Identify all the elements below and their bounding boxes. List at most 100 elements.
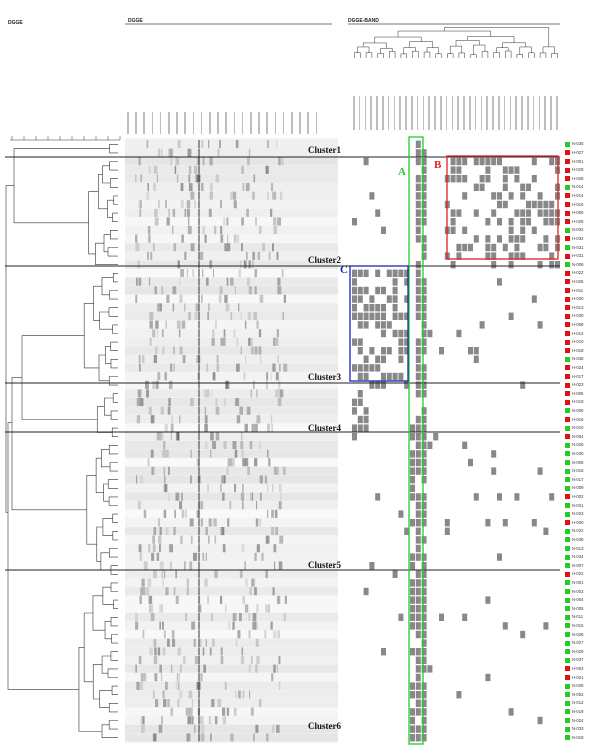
band-cell — [549, 218, 555, 226]
sample-id-label: H-000 — [572, 519, 584, 525]
gel-band — [244, 561, 246, 570]
gel-band — [198, 398, 200, 407]
band-dendrogram-branch — [528, 52, 535, 58]
gel-band — [272, 484, 274, 493]
sample-id-label: N-028 — [572, 683, 584, 689]
gel-band — [204, 406, 207, 415]
gel-band — [164, 475, 166, 484]
band-cell — [514, 175, 520, 183]
gel-band — [170, 707, 174, 716]
band-header-label: DGGE-BAND — [348, 18, 379, 24]
dendrogram-branch — [108, 307, 118, 317]
gel-band — [140, 475, 143, 484]
sample-id-label: H-023 — [572, 382, 584, 388]
gel-band — [198, 389, 200, 398]
band-dendrogram-branch — [496, 47, 509, 53]
gel-band — [200, 638, 202, 647]
column-header-tick — [382, 96, 384, 130]
gel-band — [152, 329, 156, 338]
band-cell — [363, 157, 369, 166]
gel-band — [204, 578, 208, 587]
gel-band — [211, 699, 215, 708]
gel-band — [265, 380, 269, 389]
gel-band — [278, 484, 282, 493]
band-dendrogram-branch — [397, 30, 492, 38]
band-cell — [415, 527, 421, 535]
band-cell — [531, 157, 537, 166]
band-cell — [468, 243, 473, 252]
gel-band — [137, 389, 142, 398]
gel-band — [236, 337, 239, 346]
gel-band — [208, 716, 212, 725]
sample-id-label: N-031 — [572, 244, 584, 250]
gel-band — [215, 320, 217, 329]
column-header-tick — [217, 112, 219, 134]
gel-band — [220, 226, 223, 235]
gel-band — [138, 355, 141, 364]
gel-band — [168, 148, 170, 157]
band-cell — [549, 200, 555, 209]
band-cell — [531, 200, 537, 209]
band-cell — [404, 312, 410, 320]
sample-id-label: H-006 — [572, 390, 584, 396]
gel-band — [147, 458, 150, 467]
band-cell — [363, 286, 369, 295]
gel-band — [136, 681, 140, 690]
gel-band — [198, 621, 200, 630]
gel-band — [164, 423, 168, 432]
gel-band — [267, 509, 269, 518]
band-cell — [410, 467, 415, 475]
band-cell — [421, 656, 427, 664]
gel-band — [163, 699, 167, 708]
gel-lane — [125, 363, 338, 372]
gel-band — [152, 380, 155, 389]
band-cell — [392, 570, 398, 578]
band-cell — [415, 140, 421, 148]
gel-band — [271, 673, 274, 682]
dendrogram-branch — [104, 397, 114, 416]
gel-band — [176, 174, 179, 183]
sample-color-badge — [565, 580, 570, 586]
gel-band — [202, 647, 205, 656]
band-cell — [421, 596, 427, 604]
gel-band — [248, 664, 251, 673]
gel-band — [247, 312, 251, 321]
gel-band — [198, 303, 200, 312]
gel-band — [226, 277, 229, 286]
band-cell — [514, 166, 520, 174]
band-cell — [421, 286, 427, 295]
band-cell — [537, 200, 543, 209]
gel-band — [173, 527, 176, 536]
sample-color-badge — [565, 683, 570, 689]
gel-band — [146, 587, 150, 596]
gel-band — [154, 217, 159, 226]
gel-band — [259, 475, 263, 484]
sample-id-label: H-016 — [572, 416, 584, 422]
gel-band — [227, 234, 229, 243]
sample-color-badge — [565, 227, 570, 233]
gel-band — [138, 398, 140, 407]
gel-band — [180, 269, 184, 278]
sample-id-label: N-032 — [572, 227, 584, 233]
band-cell — [502, 243, 508, 252]
gel-band — [240, 260, 242, 269]
gel-band — [242, 595, 246, 604]
gel-band — [259, 441, 262, 450]
gel-band — [243, 372, 246, 381]
band-cell — [415, 648, 421, 656]
dendrogram-branch — [78, 647, 103, 732]
band-cell — [375, 364, 381, 372]
gel-band — [162, 449, 166, 458]
gel-lane — [125, 613, 338, 622]
gel-band — [215, 174, 220, 183]
gel-band — [252, 380, 255, 389]
band-cell — [543, 235, 549, 243]
gel-band — [201, 140, 204, 149]
sample-color-badge — [565, 528, 570, 534]
gel-band — [278, 501, 282, 510]
band-cell — [421, 175, 427, 183]
band-cell — [381, 329, 386, 338]
gel-band — [198, 251, 200, 260]
column-header-tick — [250, 112, 252, 134]
band-cell — [381, 347, 386, 355]
